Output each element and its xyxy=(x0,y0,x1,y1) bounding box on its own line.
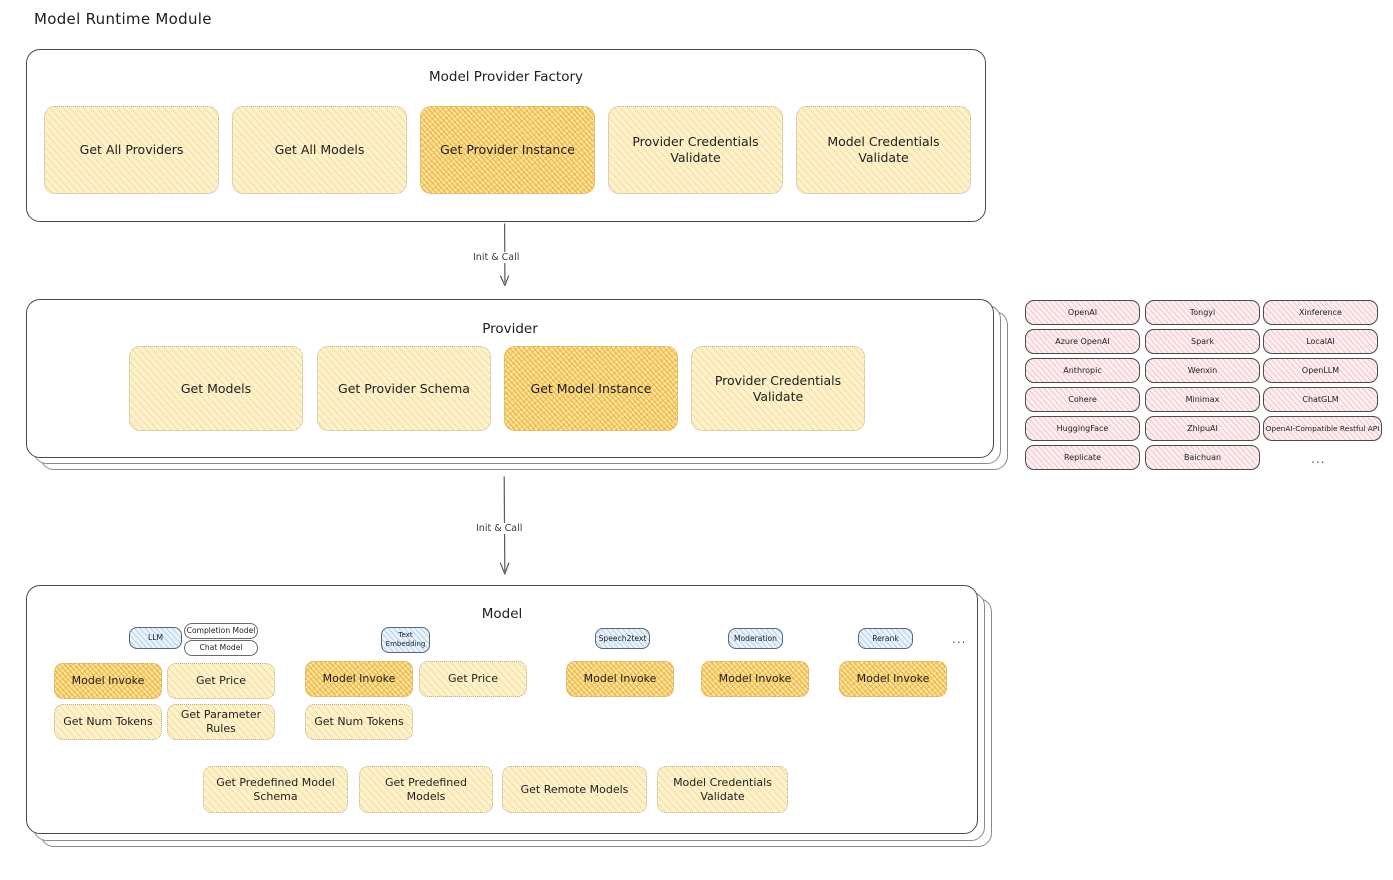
model-common-node-get-predefined-model-schema[interactable]: Get Predefined Model Schema xyxy=(203,766,348,813)
arrow-label-init-and-call-2: Init & Call xyxy=(473,523,526,534)
model-llm-node-model-invoke[interactable]: Model Invoke xyxy=(54,663,162,699)
model-subtag-completion-model[interactable]: Completion Model xyxy=(184,623,258,639)
model-title: Model xyxy=(481,606,523,622)
model-provider-factory-title: Model Provider Factory xyxy=(428,69,583,85)
model-kind-tag-llm[interactable]: LLM xyxy=(129,627,182,649)
factory-node-model-credentials-validate[interactable]: Model Credentials Validate xyxy=(796,106,971,194)
model-speech2text-node-model-invoke[interactable]: Model Invoke xyxy=(566,661,674,697)
model-subtag-chat-model[interactable]: Chat Model xyxy=(184,640,258,656)
model-kind-tag-moderation[interactable]: Moderation xyxy=(728,628,783,649)
arrow-label-init-and-call-1: Init & Call xyxy=(470,252,523,263)
provider-chip-zhipuai[interactable]: ZhipuAI xyxy=(1145,416,1260,441)
provider-chip-azure-openai[interactable]: Azure OpenAI xyxy=(1025,329,1140,354)
model-llm-node-get-parameter-rules[interactable]: Get Parameter Rules xyxy=(167,704,275,740)
provider-chip-localai[interactable]: LocalAI xyxy=(1263,329,1378,354)
model-kinds-more-ellipsis: ... xyxy=(952,632,967,646)
provider-node-get-models[interactable]: Get Models xyxy=(129,346,303,431)
model-common-node-get-predefined-models[interactable]: Get Predefined Models xyxy=(359,766,493,813)
provider-chip-wenxin[interactable]: Wenxin xyxy=(1145,358,1260,383)
provider-chip-anthropic[interactable]: Anthropic xyxy=(1025,358,1140,383)
provider-node-get-model-instance[interactable]: Get Model Instance xyxy=(504,346,678,431)
model-kind-tag-rerank[interactable]: Rerank xyxy=(858,628,913,649)
provider-chip-xinference[interactable]: Xinference xyxy=(1263,300,1378,325)
provider-title: Provider xyxy=(482,321,538,337)
factory-node-provider-credentials-validate[interactable]: Provider Credentials Validate xyxy=(608,106,783,194)
provider-chip-openai[interactable]: OpenAI xyxy=(1025,300,1140,325)
model-text-embedding-node-model-invoke[interactable]: Model Invoke xyxy=(305,661,413,697)
page-title: Model Runtime Module xyxy=(34,10,212,28)
factory-node-get-provider-instance[interactable]: Get Provider Instance xyxy=(420,106,595,194)
provider-chip-replicate[interactable]: Replicate xyxy=(1025,445,1140,470)
model-kind-tag-speech2text[interactable]: Speech2text xyxy=(595,628,650,649)
model-llm-node-get-num-tokens[interactable]: Get Num Tokens xyxy=(54,704,162,740)
model-rerank-node-model-invoke[interactable]: Model Invoke xyxy=(839,661,947,697)
provider-chip-openai-compatible-restful-api[interactable]: OpenAI-Compatible Restful API xyxy=(1263,416,1382,441)
provider-node-provider-credentials-validate[interactable]: Provider Credentials Validate xyxy=(691,346,865,431)
provider-chip-cohere[interactable]: Cohere xyxy=(1025,387,1140,412)
model-common-node-model-credentials-validate[interactable]: Model Credentials Validate xyxy=(657,766,788,813)
factory-node-get-all-providers[interactable]: Get All Providers xyxy=(44,106,219,194)
provider-chip-tongyi[interactable]: Tongyi xyxy=(1145,300,1260,325)
provider-chip-spark[interactable]: Spark xyxy=(1145,329,1260,354)
model-common-node-get-remote-models[interactable]: Get Remote Models xyxy=(502,766,647,813)
model-text-embedding-node-get-num-tokens[interactable]: Get Num Tokens xyxy=(305,704,413,740)
factory-node-get-all-models[interactable]: Get All Models xyxy=(232,106,407,194)
model-moderation-node-model-invoke[interactable]: Model Invoke xyxy=(701,661,809,697)
provider-chip-baichuan[interactable]: Baichuan xyxy=(1145,445,1260,470)
provider-node-get-provider-schema[interactable]: Get Provider Schema xyxy=(317,346,491,431)
provider-chip-openllm[interactable]: OpenLLM xyxy=(1263,358,1378,383)
model-kind-tag-text-embedding[interactable]: Text Embedding xyxy=(381,627,430,653)
model-llm-node-get-price[interactable]: Get Price xyxy=(167,663,275,699)
provider-chip-minimax[interactable]: Minimax xyxy=(1145,387,1260,412)
provider-chip-chatglm[interactable]: ChatGLM xyxy=(1263,387,1378,412)
provider-chip-huggingface[interactable]: HuggingFace xyxy=(1025,416,1140,441)
model-text-embedding-node-get-price[interactable]: Get Price xyxy=(419,661,527,697)
providers-panel-more-ellipsis: ... xyxy=(1311,452,1326,466)
